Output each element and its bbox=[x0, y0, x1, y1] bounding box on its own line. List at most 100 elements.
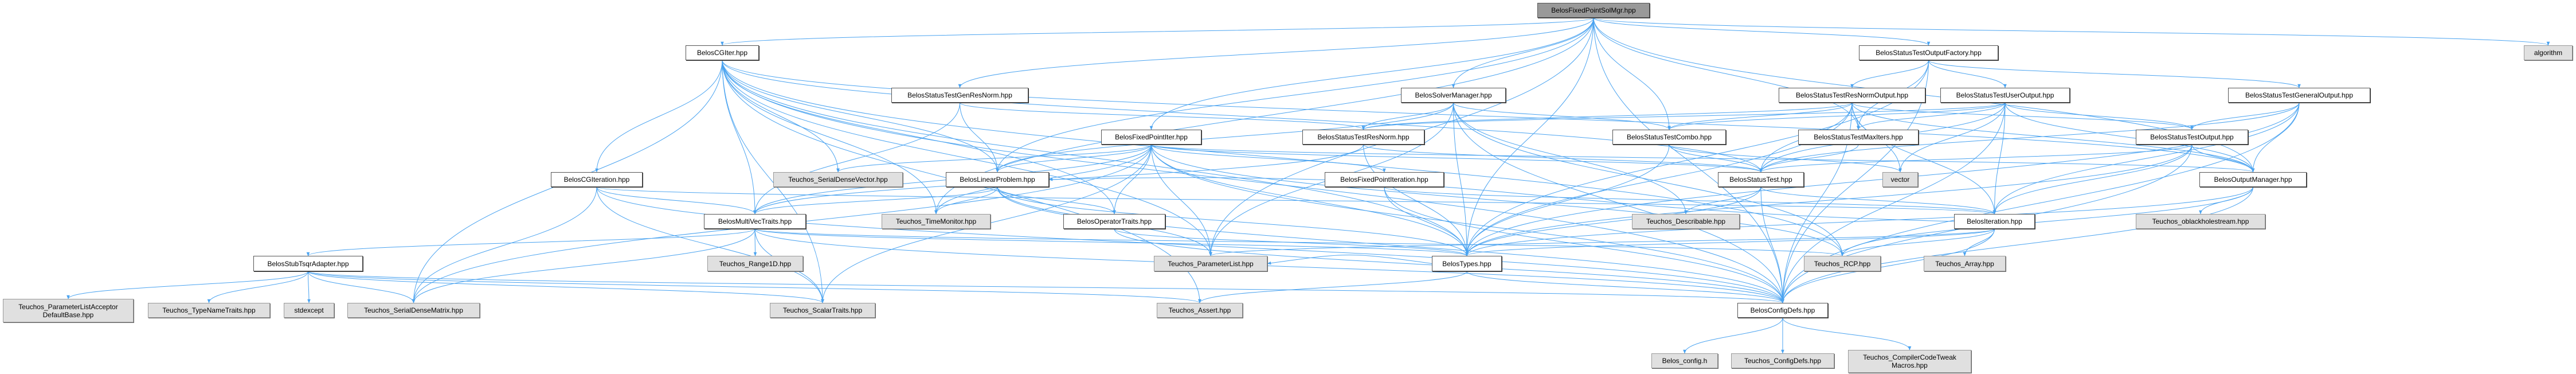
edge-genresnorm-to-resnorm bbox=[960, 102, 1365, 130]
edge-fpiter-to-paramlist bbox=[1151, 144, 1212, 256]
node-combo[interactable]: BelosStatusTestCombo.hpp bbox=[1612, 130, 1726, 145]
node-describable: Teuchos_Describable.hpp bbox=[1632, 214, 1740, 229]
node-generaloutput[interactable]: BelosStatusTestGeneralOutput.hpp bbox=[2228, 88, 2370, 103]
edge-fpiteration-to-configdefs bbox=[1384, 186, 1784, 303]
edge-tsqr-to-scalartraits bbox=[308, 271, 824, 303]
node-sdvector: Teuchos_SerialDenseVector.hpp bbox=[773, 172, 903, 187]
node-mvtraits[interactable]: BelosMultiVecTraits.hpp bbox=[704, 214, 806, 229]
node-solvermanager[interactable]: BelosSolverManager.hpp bbox=[1401, 88, 1506, 103]
node-typename: Teuchos_TypeNameTraits.hpp bbox=[148, 303, 270, 318]
edge-solmgr-to-outfactory bbox=[1593, 17, 1931, 46]
node-tsqr[interactable]: BelosStubTsqrAdapter.hpp bbox=[253, 256, 363, 271]
edge-useroutput-to-vector bbox=[1898, 102, 2006, 173]
edge-iteration-to-linprob bbox=[1048, 177, 1955, 222]
edge-fpiter-to-linprob bbox=[996, 144, 1152, 173]
node-fpiter[interactable]: BelosFixedPointIter.hpp bbox=[1101, 130, 1201, 145]
edge-fpiteration-to-types bbox=[1384, 186, 1469, 256]
edge-solvermanager-to-rcp bbox=[1453, 102, 1844, 256]
edge-cgiteration-to-mvtraits bbox=[596, 186, 757, 215]
edge-tsqr-to-assert bbox=[308, 271, 1201, 303]
edge-types-to-assert bbox=[1198, 271, 1467, 303]
node-paramlist: Teuchos_ParameterList.hpp bbox=[1154, 256, 1267, 271]
node-types[interactable]: BelosTypes.hpp bbox=[1432, 256, 1502, 271]
node-blackhole: Teuchos_oblackholestream.hpp bbox=[2136, 214, 2265, 229]
edge-fpiter-to-types bbox=[1151, 144, 1469, 256]
edge-mvtraits-to-tsqr bbox=[306, 228, 755, 256]
node-statustest[interactable]: BelosStatusTest.hpp bbox=[1718, 172, 1804, 187]
edge-tsqr-to-pladb bbox=[66, 271, 308, 299]
node-fpiteration[interactable]: BelosFixedPointIteration.hpp bbox=[1325, 172, 1444, 187]
edge-mvtraits-to-rcp bbox=[754, 228, 1844, 256]
edge-fpiter-to-configdefs bbox=[1151, 144, 1784, 303]
edge-generaloutput-to-outmgr bbox=[2251, 102, 2300, 173]
edge-linprob-to-configdefs bbox=[997, 186, 1784, 303]
edge-maxiters-to-statustest bbox=[1759, 144, 1859, 173]
node-maxiters[interactable]: BelosStatusTestMaxIters.hpp bbox=[1798, 130, 1919, 145]
edge-solmgr-to-linprob bbox=[996, 17, 1594, 173]
edge-cgiter-to-linprob bbox=[722, 60, 999, 173]
edge-combo-to-vector bbox=[1669, 144, 1902, 173]
edge-generaloutput-to-statustest bbox=[1759, 102, 2300, 173]
edge-iteration-to-rcp bbox=[1841, 228, 1995, 256]
edge-cgiter-to-scalartraits bbox=[722, 60, 824, 303]
edge-useroutput-to-maxiters bbox=[1857, 102, 2006, 130]
node-vector: vector bbox=[1882, 172, 1918, 187]
edge-useroutput-to-stoutput bbox=[2005, 102, 2194, 130]
edge-statustest-to-iteration bbox=[1760, 186, 1996, 215]
edge-iteration-to-array bbox=[1963, 228, 1995, 256]
edge-cgiter-to-rcp bbox=[722, 60, 1844, 256]
node-linprob[interactable]: BelosLinearProblem.hpp bbox=[946, 172, 1049, 187]
edge-cgiteration-to-scalartraits bbox=[596, 186, 824, 303]
edge-fpiter-to-outmgr bbox=[1151, 144, 2254, 173]
edge-types-to-configdefs bbox=[1466, 271, 1784, 303]
edge-cgiter-to-cgiteration bbox=[595, 60, 723, 173]
edge-tsqr-to-stdexcept bbox=[307, 271, 311, 303]
node-outmgr[interactable]: BelosOutputManager.hpp bbox=[2199, 172, 2307, 187]
edge-outfactory-to-generaloutput bbox=[1928, 60, 2301, 88]
edge-cgiter-to-paramlist bbox=[722, 60, 1212, 256]
edge-linprob-to-types bbox=[997, 186, 1469, 256]
edge-solmgr-to-genresnorm bbox=[958, 17, 1594, 88]
node-resnorm[interactable]: BelosStatusTestResNorm.hpp bbox=[1302, 130, 1424, 145]
edge-linprob-to-timemonitor bbox=[934, 186, 998, 215]
edge-stoutput-to-statustest bbox=[1759, 144, 2193, 173]
node-stoutput[interactable]: BelosStatusTestOutput.hpp bbox=[2136, 130, 2248, 145]
node-solmgr[interactable]: BelosFixedPointSolMgr.hpp bbox=[1537, 3, 1650, 18]
node-tconfigdefs: Teuchos_ConfigDefs.hpp bbox=[1731, 353, 1834, 368]
edge-solmgr-to-cgiter bbox=[721, 17, 1594, 46]
node-configdefs[interactable]: BelosConfigDefs.hpp bbox=[1737, 303, 1828, 318]
node-iteration[interactable]: BelosIteration.hpp bbox=[1954, 214, 2035, 229]
edge-resnormoutput-to-outmgr bbox=[1851, 102, 2255, 173]
edge-resnormoutput-to-stoutput bbox=[1851, 102, 2194, 130]
edge-statustest-to-types bbox=[1465, 186, 1761, 256]
node-cgiter[interactable]: BelosCGIter.hpp bbox=[686, 45, 759, 60]
edge-cgiter-to-timemonitor bbox=[722, 60, 938, 215]
edge-outfactory-to-useroutput bbox=[1928, 60, 2007, 88]
edge-fpiter-to-optraits bbox=[1113, 144, 1152, 215]
node-rcp: Teuchos_RCP.hpp bbox=[1804, 256, 1881, 271]
edge-useroutput-to-outmgr bbox=[2005, 102, 2255, 173]
edge-solvermanager-to-combo bbox=[1453, 102, 1671, 130]
edge-resnormoutput-to-resnorm bbox=[1361, 102, 1853, 130]
node-optraits[interactable]: BelosOperatorTraits.hpp bbox=[1063, 214, 1165, 229]
edge-iteration-to-types bbox=[1465, 228, 1995, 256]
edge-configdefs-to-tweak bbox=[1782, 317, 1912, 350]
node-sdmatrix: Teuchos_SerialDenseMatrix.hpp bbox=[347, 303, 480, 318]
edge-solvermanager-to-types bbox=[1453, 102, 1469, 256]
edge-tsqr-to-typename bbox=[207, 271, 308, 303]
edge-resnormoutput-to-combo bbox=[1667, 102, 1853, 130]
edge-cgiteration-to-sdmatrix bbox=[412, 186, 597, 303]
node-belosconfig: Belos_config.h bbox=[1651, 353, 1718, 368]
node-timemonitor: Teuchos_TimeMonitor.hpp bbox=[882, 214, 991, 229]
node-tweak: Teuchos_CompilerCodeTweak Macros.hpp bbox=[1848, 350, 1971, 373]
node-outfactory[interactable]: BelosStatusTestOutputFactory.hpp bbox=[1859, 45, 1998, 60]
node-genresnorm[interactable]: BelosStatusTestGenResNorm.hpp bbox=[891, 88, 1028, 103]
edge-outmgr-to-configdefs bbox=[1781, 186, 2253, 303]
node-resnormoutput[interactable]: BelosStatusTestResNormOutput.hpp bbox=[1779, 88, 1925, 103]
edge-cgiteration-to-configdefs bbox=[596, 186, 1784, 303]
node-cgiteration[interactable]: BelosCGIteration.hpp bbox=[551, 172, 643, 187]
edge-combo-to-statustest bbox=[1669, 144, 1763, 173]
node-useroutput[interactable]: BelosStatusTestUserOutput.hpp bbox=[1940, 88, 2070, 103]
edge-cgiter-to-configdefs bbox=[722, 60, 1784, 303]
edge-fpiter-to-fpiteration bbox=[1151, 144, 1386, 173]
